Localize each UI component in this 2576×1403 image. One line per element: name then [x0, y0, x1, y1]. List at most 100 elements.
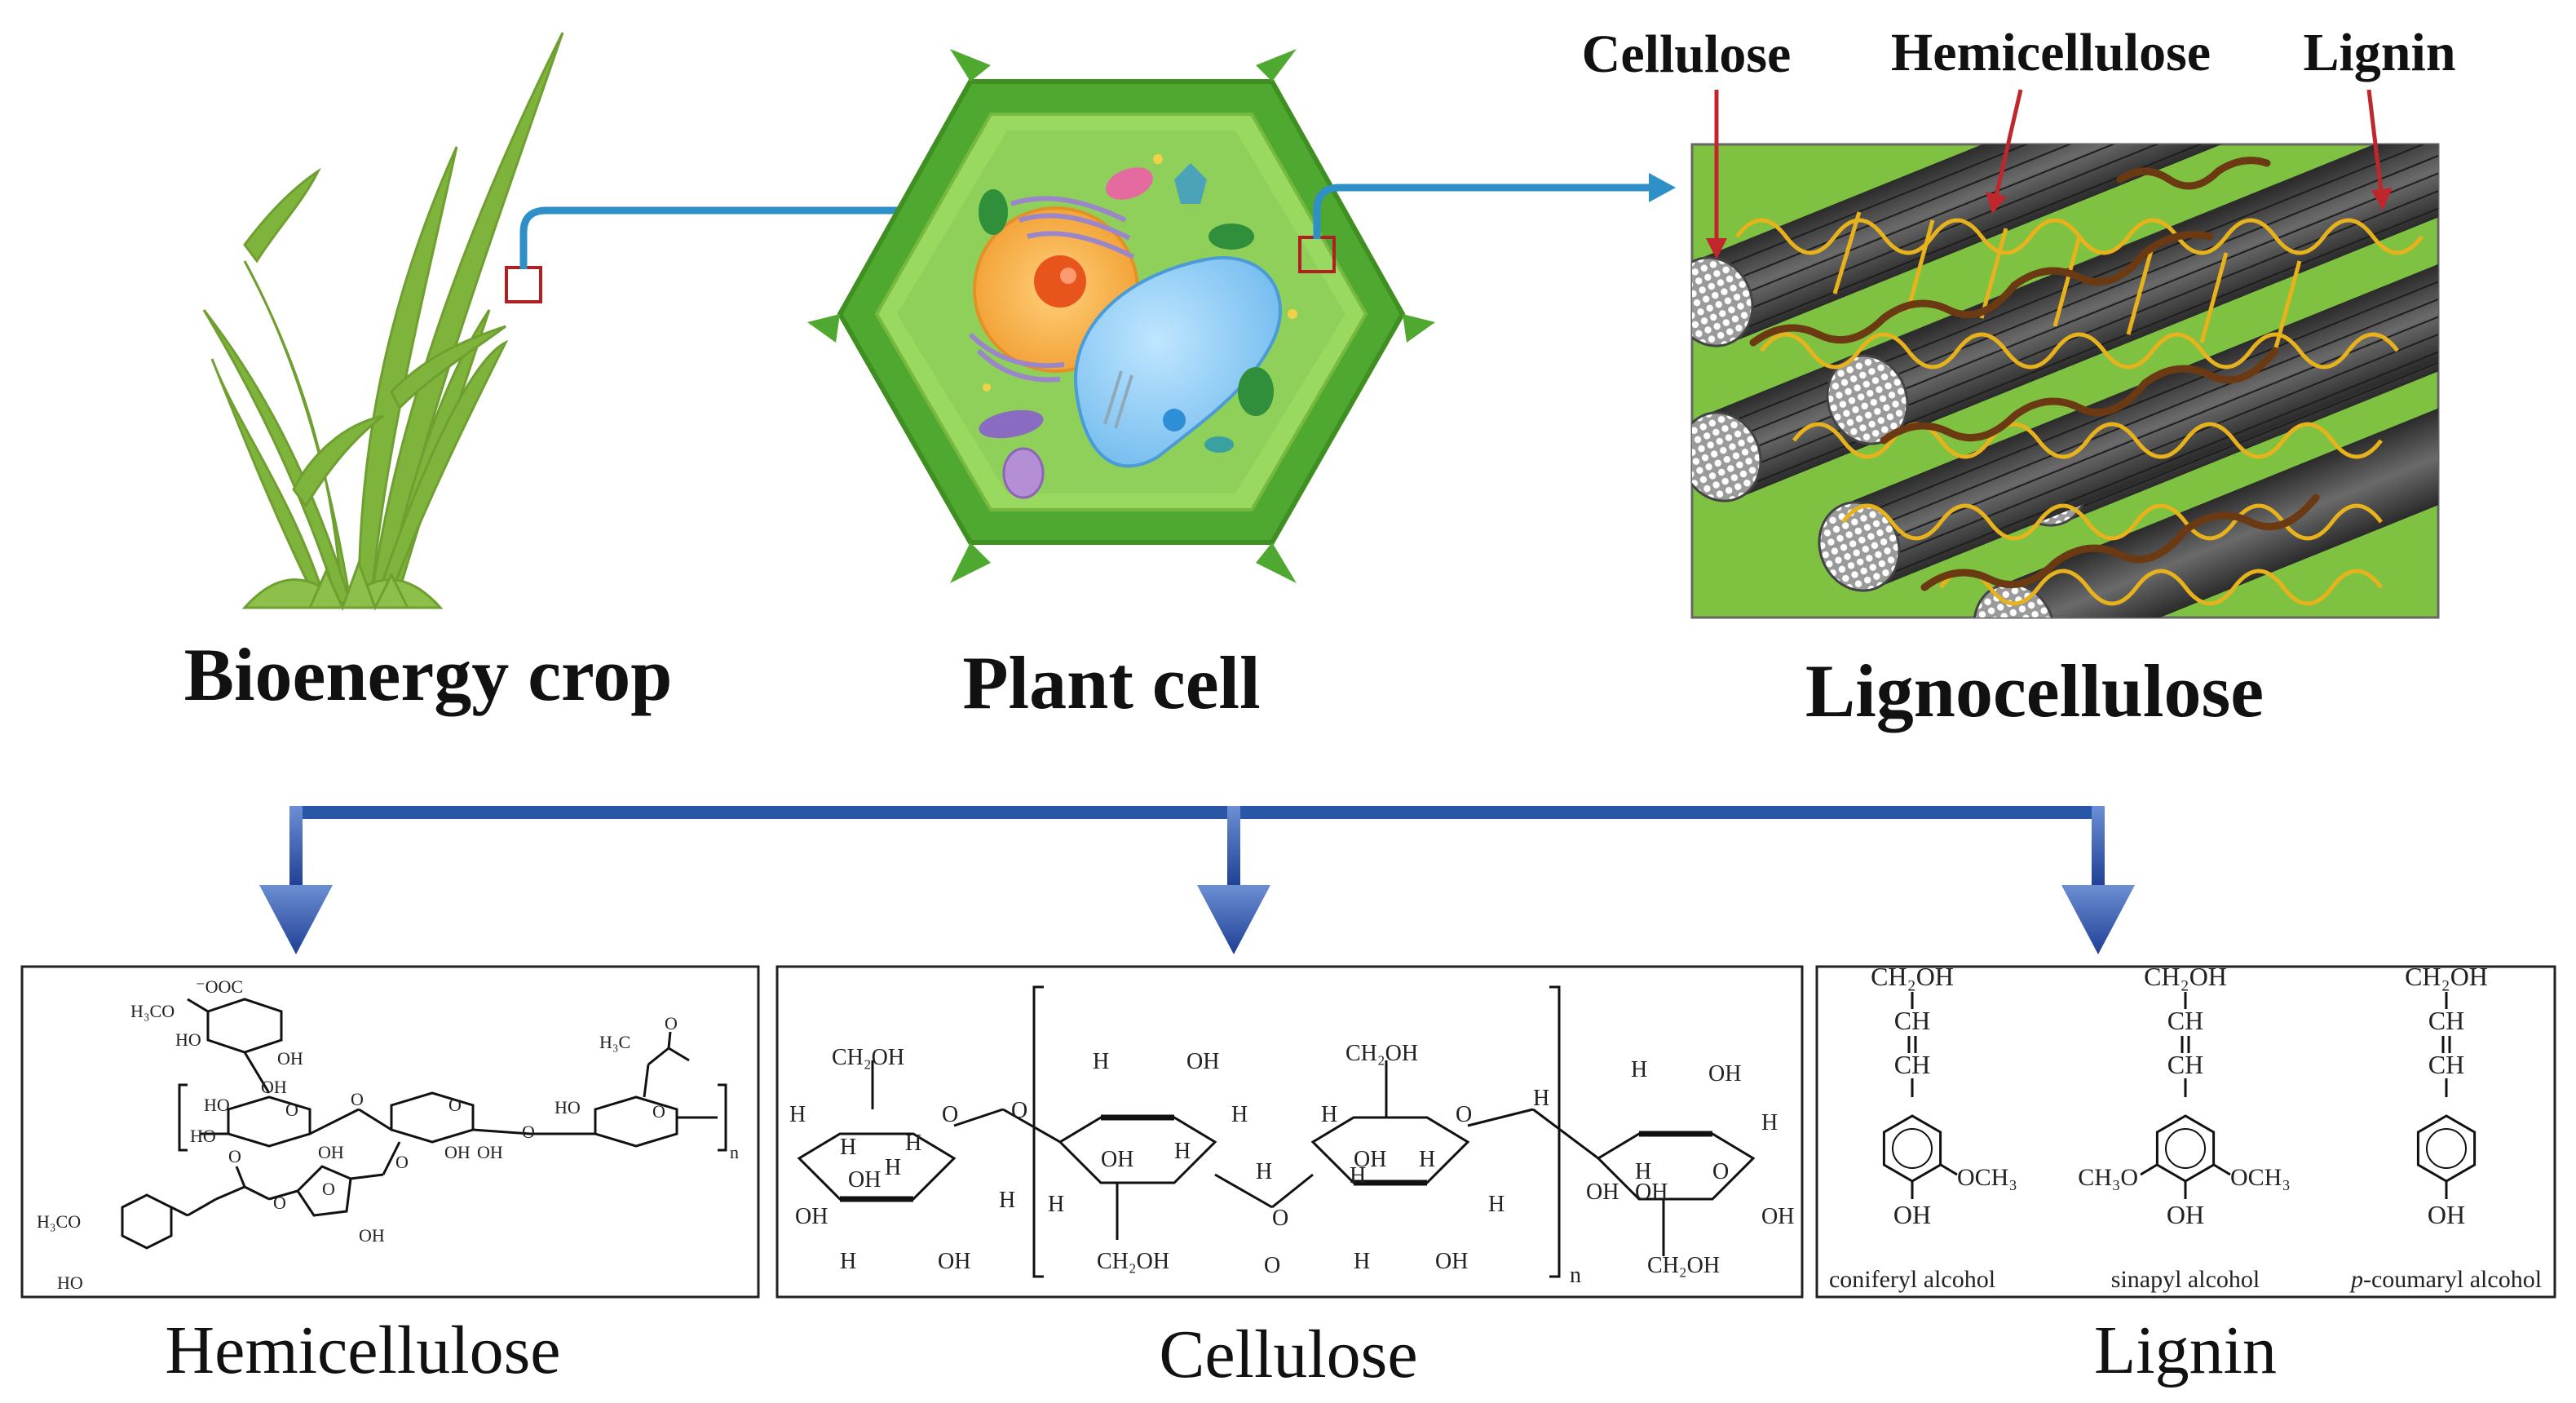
cellulose-atom-label: H [1533, 1086, 1549, 1111]
hemi-label: O [522, 1122, 535, 1142]
cellulose-atom-label: H [1093, 1049, 1109, 1074]
branch-arrows [259, 806, 2135, 954]
lignin-oh-label: OH [1893, 1200, 1931, 1229]
cellulose-atom-label: O [1456, 1102, 1472, 1127]
lignin-chain-label: CH₂OH [2405, 962, 2488, 991]
hemi-label: OH [359, 1225, 385, 1246]
hemi-label: HO [57, 1272, 83, 1293]
callout-lignin: Lignin [2303, 23, 2455, 82]
callout-arrows [1706, 89, 2393, 259]
cellulose-caption: Cellulose [1159, 1317, 1417, 1392]
cellulose-atom-label: H [1231, 1102, 1248, 1127]
hemicellulose-structure: ⁻OOC H₃CO HO OH OH HO O O O O HO OH O H₃… [37, 976, 739, 1293]
cellulose-atom-label: O [1011, 1098, 1027, 1123]
cellulose-atom-label: CH₂OH [1097, 1249, 1169, 1274]
plant-cell-label: Plant cell [962, 641, 1260, 724]
lignin-chain-label: CH₂OH [1871, 962, 1954, 991]
cellulose-atom-label: H [905, 1131, 921, 1156]
lignin-chain-label: CH [2167, 1050, 2203, 1079]
hemi-label: O [395, 1152, 409, 1172]
lignin-oh-label: OH [2167, 1200, 2204, 1229]
cellulose-atom-label: H [1761, 1110, 1778, 1135]
hemi-label: O [448, 1095, 462, 1115]
lignin-strands [1749, 157, 2320, 591]
hemi-label: O [351, 1089, 364, 1109]
cellulose-atom-label: CH₂OH [1647, 1253, 1720, 1278]
lignin-bond [2140, 1163, 2158, 1176]
cellulose-atom-label: H [1419, 1147, 1435, 1172]
lignin-monomer-name: p-coumaryl alcohol [2349, 1266, 2542, 1293]
cellulose-fibers [1692, 144, 2438, 617]
hemi-label: OH [261, 1077, 287, 1097]
lignocellulose-label: Lignocellulose [1805, 649, 2264, 732]
callout-cellulose: Cellulose [1582, 24, 1792, 84]
lignin-caption: Lignin [2094, 1312, 2277, 1388]
cellulose-atom-label: OH [1586, 1179, 1619, 1205]
hemicellulose-caption: Hemicellulose [165, 1312, 560, 1388]
cellulose-atom-label: H [1631, 1057, 1647, 1082]
hemi-label: O [322, 1179, 335, 1199]
hemicellulose-structure-box [20, 965, 760, 1299]
hemi-label: HO [555, 1097, 581, 1118]
benzene-ring-aromatic [2165, 1128, 2206, 1169]
cellulose-atom-label: OH [1186, 1049, 1219, 1074]
hemi-label: O [273, 1193, 286, 1213]
hemicellulose-strands [1735, 211, 2424, 606]
callout-hemicellulose: Hemicellulose [1891, 23, 2211, 82]
cellulose-atom-label: OH [1435, 1249, 1468, 1274]
hemi-label: ⁻OOC [196, 976, 243, 997]
benzene-ring-aromatic [1892, 1128, 1933, 1169]
hemi-label: O [228, 1146, 241, 1166]
lignocellulose-fiber-icon [1690, 143, 2440, 619]
hemi-label: OH [477, 1142, 503, 1162]
cellulose-atom-label: O [1712, 1159, 1729, 1184]
hemi-label: O [652, 1101, 665, 1122]
hemi-label: O [665, 1013, 678, 1033]
plant-cell-icon [807, 49, 1435, 583]
cellulose-atom-label: O [1272, 1206, 1288, 1231]
lignin-chain-label: CH [2428, 1050, 2464, 1079]
crop-to-cell-arrow [519, 206, 909, 269]
cellulose-atom-label: H [1354, 1249, 1370, 1274]
cellulose-atom-label: H [1635, 1159, 1651, 1184]
cellulose-atom-label: CH₂OH [1345, 1041, 1418, 1066]
cellulose-atom-label: O [942, 1102, 958, 1127]
lignin-methoxy-label: CH₃O [2078, 1164, 2138, 1191]
benzene-ring-aromatic [2426, 1128, 2467, 1169]
lignin-methoxy-label: OCH₃ [1957, 1164, 2017, 1191]
hemi-label: O [285, 1100, 298, 1120]
cellulose-atom-label: H [1321, 1102, 1337, 1127]
hemi-label: H₃CO [37, 1211, 81, 1232]
cellulose-atom-label: n [1570, 1263, 1581, 1288]
hemi-label: OH [444, 1142, 471, 1162]
cellulose-atom-label: H [1048, 1192, 1064, 1217]
cellulose-atom-label: H [1488, 1192, 1505, 1217]
lignin-monomer-name: sinapyl alcohol [2111, 1266, 2260, 1293]
cellulose-atom-label: OH [848, 1167, 881, 1193]
lignin-monomer-name: coniferyl alcohol [1829, 1266, 1995, 1293]
cellulose-atom-label: OH [1635, 1179, 1668, 1205]
cellulose-atom-label: OH [1708, 1061, 1741, 1087]
bioenergy-crop-label: Bioenergy crop [184, 633, 673, 716]
cellulose-atom-label: OH [1761, 1204, 1794, 1229]
cellulose-structure-box [775, 965, 1804, 1299]
hemi-label: H₃CO [130, 1001, 175, 1021]
lignin-chain-label: CH [2428, 1006, 2464, 1035]
hemi-label: HO [175, 1029, 201, 1050]
cell-to-ligno-arrowhead [1649, 173, 1676, 202]
cellulose-atom-label: H [885, 1155, 901, 1180]
lignin-chain-label: CH₂OH [2144, 962, 2227, 991]
cellulose-atom-label: OH [1101, 1147, 1133, 1172]
cellulose-atom-label: H [789, 1102, 806, 1127]
cellulose-atom-label: H [1350, 1163, 1366, 1188]
cellulose-atom-label: OH [1354, 1147, 1386, 1172]
cellulose-atom-label: OH [795, 1204, 828, 1229]
hemi-label: HO [204, 1095, 230, 1115]
cellulose-atom-label: H [1174, 1139, 1191, 1164]
cellulose-atom-label: H [999, 1188, 1015, 1213]
